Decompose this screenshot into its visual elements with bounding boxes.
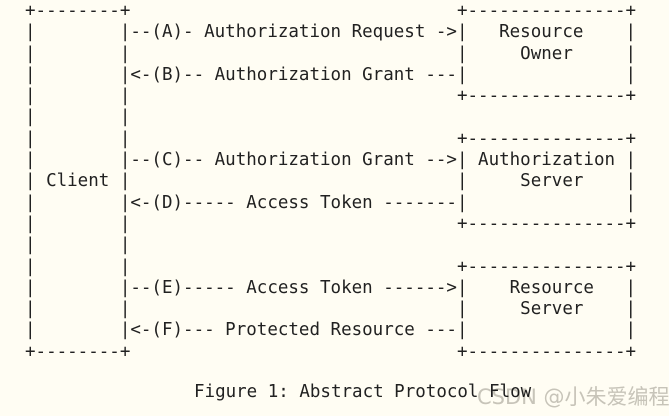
ascii-protocol-diagram: +--------+ +---------------+ | |--(A)- A…: [25, 1, 637, 362]
csdn-watermark: CSDN @小朱爱编程: [477, 385, 669, 409]
figure-caption: Figure 1: Abstract Protocol Flow: [194, 382, 532, 402]
